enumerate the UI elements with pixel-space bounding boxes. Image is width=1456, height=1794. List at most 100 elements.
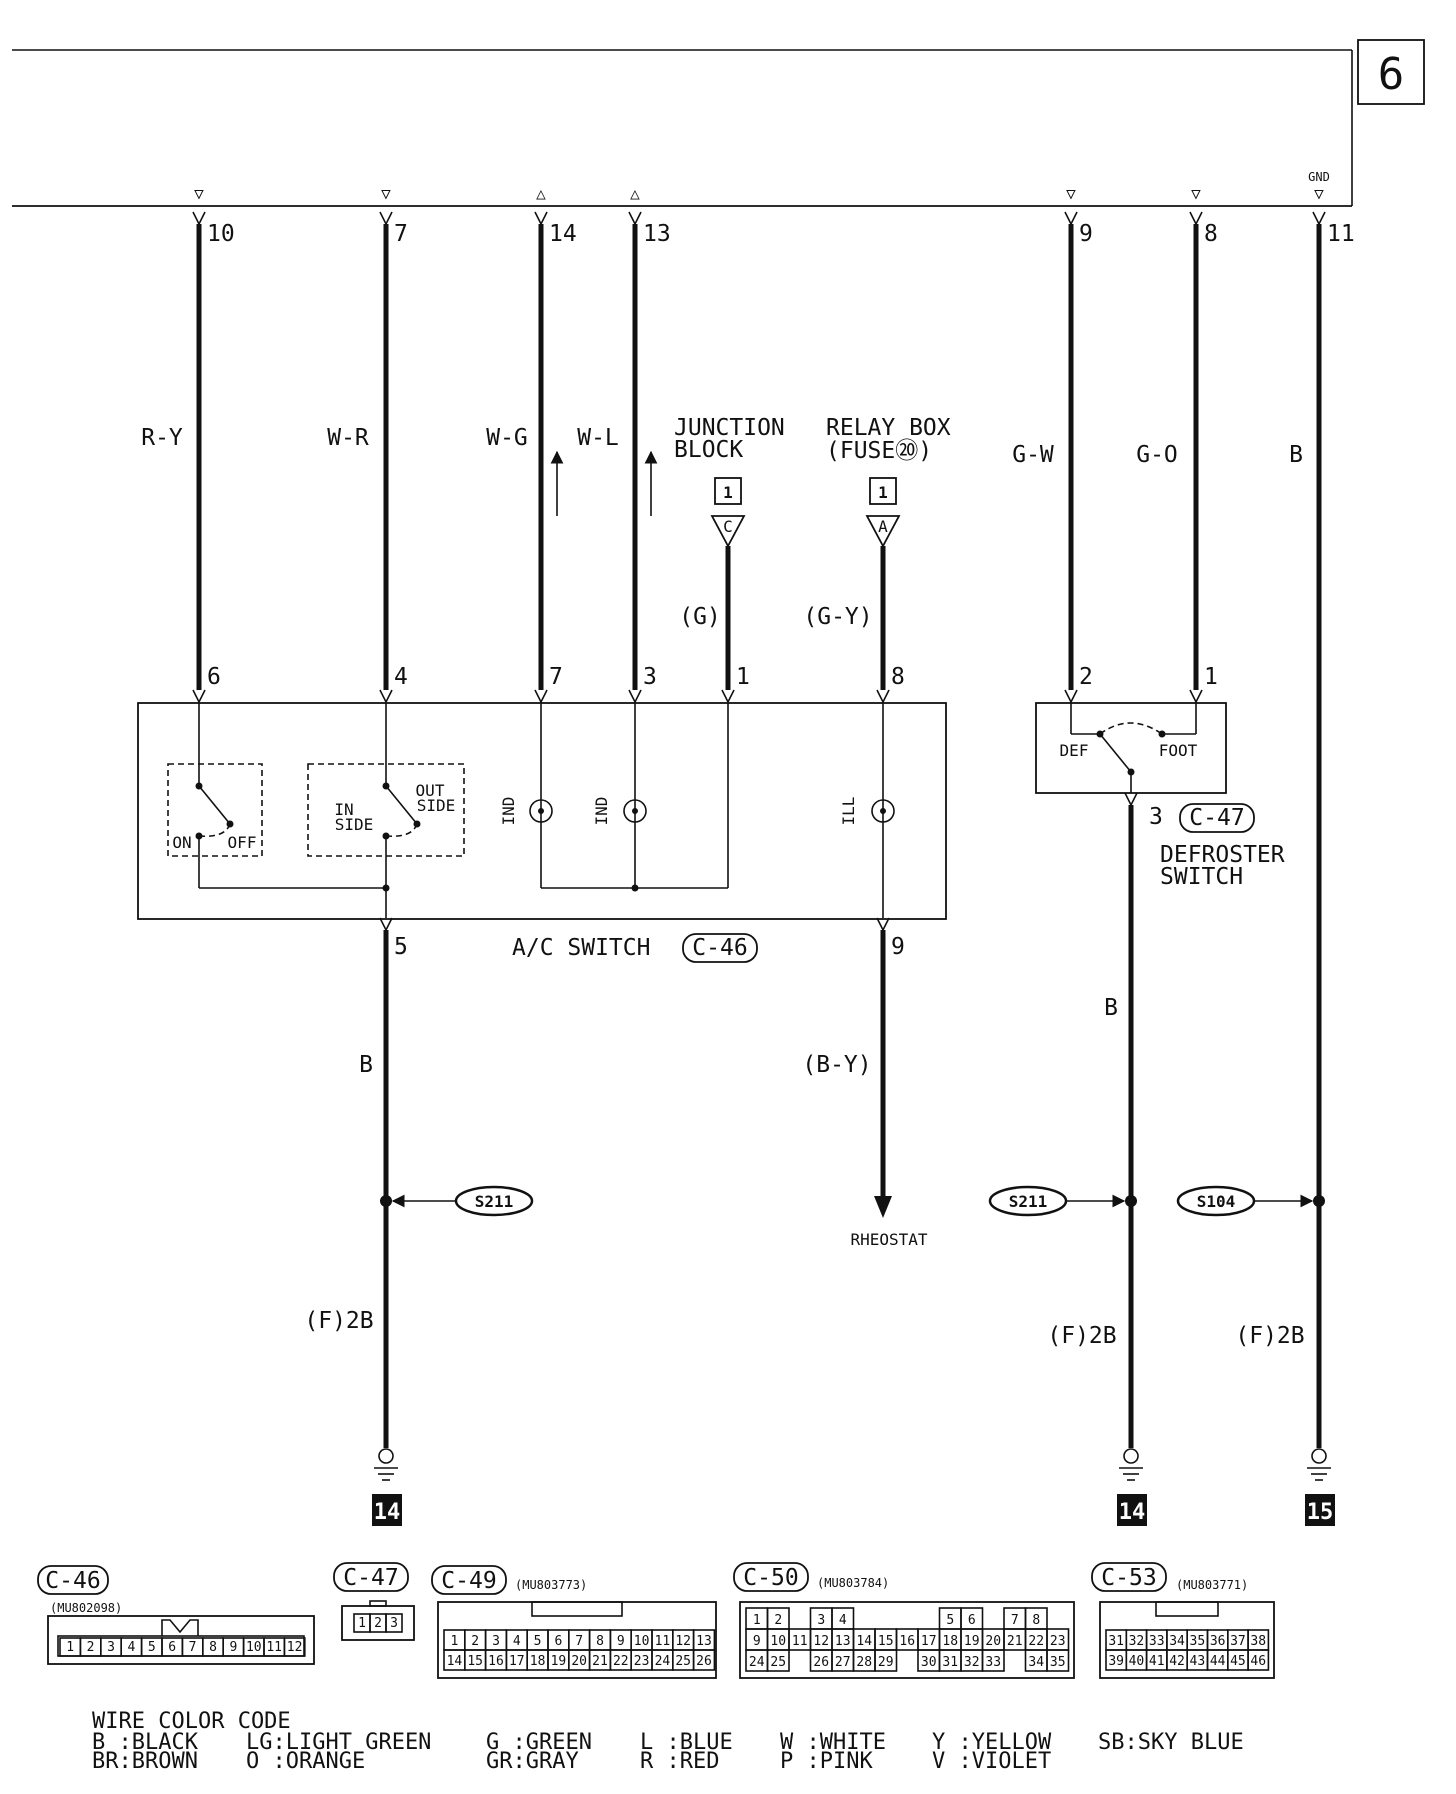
connector-c-53-id: C-53 [1101, 1565, 1156, 1591]
connector-pin-number: 20 [571, 1654, 587, 1669]
connector-pin-number: 1 [358, 1616, 366, 1631]
wire-color-code-entry: W :WHITE [780, 1730, 886, 1755]
wire-color-code-entry: B :BLACK [92, 1730, 199, 1755]
connector-pin-number: 24 [749, 1655, 765, 1670]
wire-color-code-entry: SB:SKY BLUE [1098, 1730, 1244, 1755]
connector-pin-number: 8 [209, 1640, 217, 1655]
connector-pin-number: 3 [492, 1634, 500, 1649]
connector-pin-number: 43 [1190, 1654, 1206, 1669]
ground-wire-label-2: (F)2B [1047, 1323, 1116, 1349]
connector-pin-number: 15 [878, 1634, 894, 1649]
defroster-def-label: DEF [1060, 741, 1089, 760]
connector-pin-number: 11 [655, 1634, 671, 1649]
wire-label-g-w: G-W [1012, 442, 1054, 468]
connector-pin-number: 2 [374, 1616, 382, 1631]
top-pin-forks [192, 211, 1326, 226]
ac-pin-1: 1 [736, 664, 750, 690]
ac-switch-connector: C-46 [692, 935, 747, 961]
connector-pin-number: 30 [921, 1655, 937, 1670]
switch-out-label-2: SIDE [417, 796, 456, 815]
ground-point-2: 14 [1119, 1500, 1146, 1525]
connector-pin-number: 46 [1250, 1654, 1266, 1669]
connector-pin-number: 33 [985, 1655, 1001, 1670]
wire-label-g-y: (G-Y) [803, 604, 872, 630]
ac-pin-9: 9 [891, 934, 905, 960]
top-pin-numbers: 10 7 14 13 9 8 11 [207, 221, 1355, 247]
ac-pin-4: 4 [394, 664, 408, 690]
wire-label-w-r: W-R [327, 425, 369, 451]
connector-pin-number: 20 [985, 1634, 1001, 1649]
ground-wire-labels: (F)2B (F)2B (F)2B [304, 1308, 1304, 1349]
ground-symbol-3: 15 [1305, 1448, 1335, 1526]
defroster-pin-3: 3 [1149, 804, 1163, 830]
ground-point-1: 14 [374, 1500, 401, 1525]
switch-in-label-1: IN [334, 800, 353, 819]
indicator-label-1: IND [499, 797, 518, 826]
relay-box-title-1: RELAY BOX [826, 415, 951, 441]
connector-c-46-id: C-46 [45, 1568, 100, 1594]
connector-pin-number: 25 [770, 1655, 786, 1670]
wire-label-g: (G) [679, 604, 721, 630]
connector-pin-number: 2 [471, 1634, 479, 1649]
wire-color-code-entry: V :VIOLET [932, 1749, 1051, 1774]
wire-label-r-y: R-Y [141, 425, 183, 451]
connector-pin-number: 21 [592, 1654, 608, 1669]
defroster-pin-2: 2 [1079, 664, 1093, 690]
pin-mark-11: ▽ [1314, 184, 1324, 203]
junction-block: JUNCTION BLOCK 1 C (G) [674, 415, 785, 690]
pin-mark-14: △ [536, 184, 546, 203]
connector-cell [1247, 1649, 1270, 1671]
wire-color-code-title: WIRE COLOR CODE [92, 1709, 291, 1734]
connector-pin-number: 26 [696, 1654, 712, 1669]
defroster-pin-1: 1 [1204, 664, 1218, 690]
pin-number-9: 9 [1079, 221, 1093, 247]
defroster-switch: 2 1 DEF FOOT 3 C-47 DEFROSTER SWITCH [1035, 664, 1285, 890]
connector-cell [874, 1649, 898, 1672]
splices: S211 S211 S104 [380, 1185, 1325, 1217]
connector-pin-number: 1 [66, 1640, 74, 1655]
connector-pin-number: 9 [229, 1640, 237, 1655]
connector-cell [385, 1613, 403, 1633]
ac-pin-6: 6 [207, 664, 221, 690]
connector-pin-number: 25 [675, 1654, 691, 1669]
pin-mark-7: ▽ [381, 184, 391, 203]
connector-pin-number: 18 [530, 1654, 546, 1669]
connector-pin-number: 37 [1230, 1634, 1246, 1649]
connector-pin-number: 31 [942, 1655, 958, 1670]
gnd-label: GND [1308, 170, 1330, 184]
wire-color-code-entry: R :RED [640, 1749, 719, 1774]
connector-pin-number: 18 [942, 1634, 958, 1649]
connector-pin-number: 24 [655, 1654, 671, 1669]
connector-cell [766, 1649, 790, 1672]
illumination-label: ILL [839, 797, 858, 826]
connector-pin-number: 11 [792, 1634, 808, 1649]
connector-pin-number: 32 [964, 1655, 980, 1670]
connector-pin-number: 17 [509, 1654, 525, 1669]
connector-pin-number: 34 [1028, 1655, 1044, 1670]
connector-pin-number: 16 [488, 1654, 504, 1669]
connector-pin-number: 10 [246, 1640, 262, 1655]
wire-color-labels: R-Y W-R W-G W-L G-W G-O B [141, 425, 1303, 468]
connector-pin-number: 34 [1169, 1634, 1185, 1649]
connector-pin-number: 7 [575, 1634, 583, 1649]
connector-pin-number: 1 [753, 1613, 761, 1628]
connector-pin-number: 45 [1230, 1654, 1246, 1669]
connector-c-53-part: (MU803771) [1176, 1578, 1248, 1592]
connector-pin-number: 8 [1032, 1613, 1040, 1628]
ground-symbols: 14 14 15 [372, 1448, 1335, 1526]
splice-s104: S104 [1197, 1192, 1236, 1211]
ground-symbol-1: 14 [372, 1448, 402, 1526]
connector-pin-number: 12 [675, 1634, 691, 1649]
connector-pin-number: 3 [390, 1616, 398, 1631]
connector-pin-number: 32 [1129, 1634, 1145, 1649]
defroster-connector: C-47 [1189, 805, 1244, 831]
wire-color-code-entry: G :GREEN [486, 1730, 592, 1755]
wire-label-gnd-b: B [1289, 442, 1303, 468]
relay-box-title-2: (FUSE⑳) [826, 438, 932, 464]
lower-wire-label-rheostat: (B-Y) [802, 1052, 871, 1078]
connector-pin-number: 4 [513, 1634, 521, 1649]
connector-pin-number: 5 [534, 1634, 542, 1649]
page-number: 6 [1378, 49, 1405, 100]
junction-block-title-1: JUNCTION [674, 415, 785, 441]
ac-pin-3: 3 [643, 664, 657, 690]
